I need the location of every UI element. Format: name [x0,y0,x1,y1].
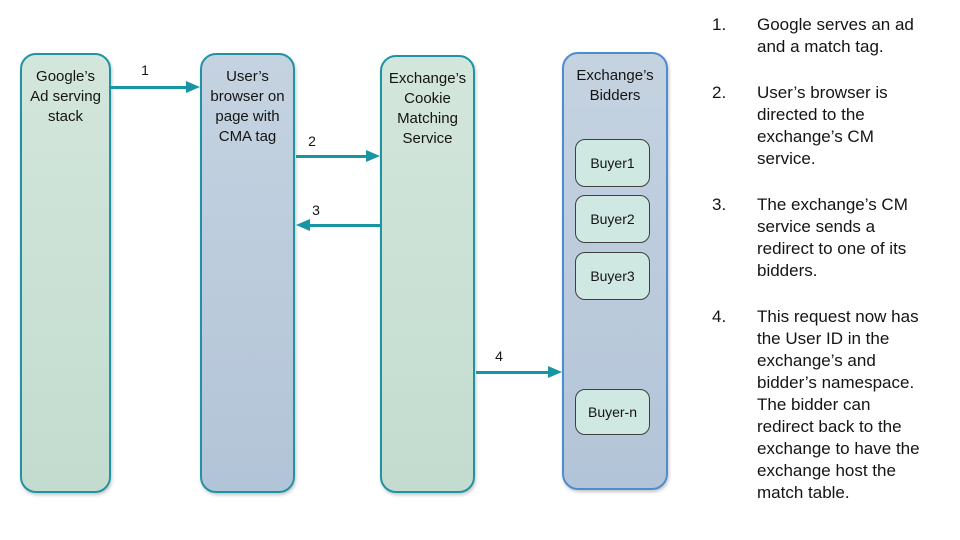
step-4-text: This request now has the User ID in the … [757,307,920,502]
arrow-4-label: 4 [495,348,503,364]
arrow-2-head-icon [366,150,380,162]
step-item-3: 3. The exchange’s CM service sends a red… [712,194,948,282]
buyer-n-label: Buyer-n [587,404,638,420]
arrow-4-shaft [476,371,551,374]
buyer-1-label: Buyer1 [590,155,635,171]
node-google-ad-stack-label: Google’s Ad serving stack [30,68,101,125]
step-3-number: 3. [712,195,727,214]
step-4-number: 4. [712,307,727,326]
arrow-2-shaft [296,155,369,158]
step-item-4: 4. This request now has the User ID in t… [712,306,948,504]
step-3-text: The exchange’s CM service sends a redire… [757,195,908,280]
buyer-n-box: Buyer-n [575,389,650,435]
arrow-3-shaft [308,224,380,227]
node-google-ad-stack: Google’s Ad serving stack [20,53,111,493]
buyer-2-label: Buyer2 [590,211,635,227]
step-1-text: Google serves an ad and a match tag. [757,15,914,56]
step-1-number: 1. [712,15,727,34]
node-exchange-cm-service: Exchange’s Cookie Matching Service [380,55,475,493]
step-item-1: 1. Google serves an ad and a match tag. [712,14,948,58]
buyer-1-box: Buyer1 [575,139,650,187]
arrow-4-head-icon [548,366,562,378]
buyer-3-box: Buyer3 [575,252,650,300]
node-exchange-bidders: Exchange’s Bidders Buyer1 Buyer2 Buyer3 … [562,52,668,490]
arrow-1-head-icon [186,81,200,93]
steps-list: 1. Google serves an ad and a match tag. … [712,14,948,528]
arrow-2-label: 2 [308,133,316,149]
node-exchange-cm-service-label: Exchange’s Cookie Matching Service [388,70,467,147]
buyer-2-box: Buyer2 [575,195,650,243]
step-2-text: User’s browser is directed to the exchan… [757,83,888,168]
arrow-3-head-icon [296,219,310,231]
buyer-3-label: Buyer3 [590,268,635,284]
node-user-browser: User’s browser on page with CMA tag [200,53,295,493]
node-user-browser-label: User’s browser on page with CMA tag [210,68,285,145]
step-item-2: 2. User’s browser is directed to the exc… [712,82,948,170]
step-2-number: 2. [712,83,727,102]
arrow-3-label: 3 [312,202,320,218]
arrow-1-shaft [111,86,188,89]
node-exchange-bidders-label: Exchange’s Bidders [576,67,654,104]
arrow-1-label: 1 [141,62,149,78]
